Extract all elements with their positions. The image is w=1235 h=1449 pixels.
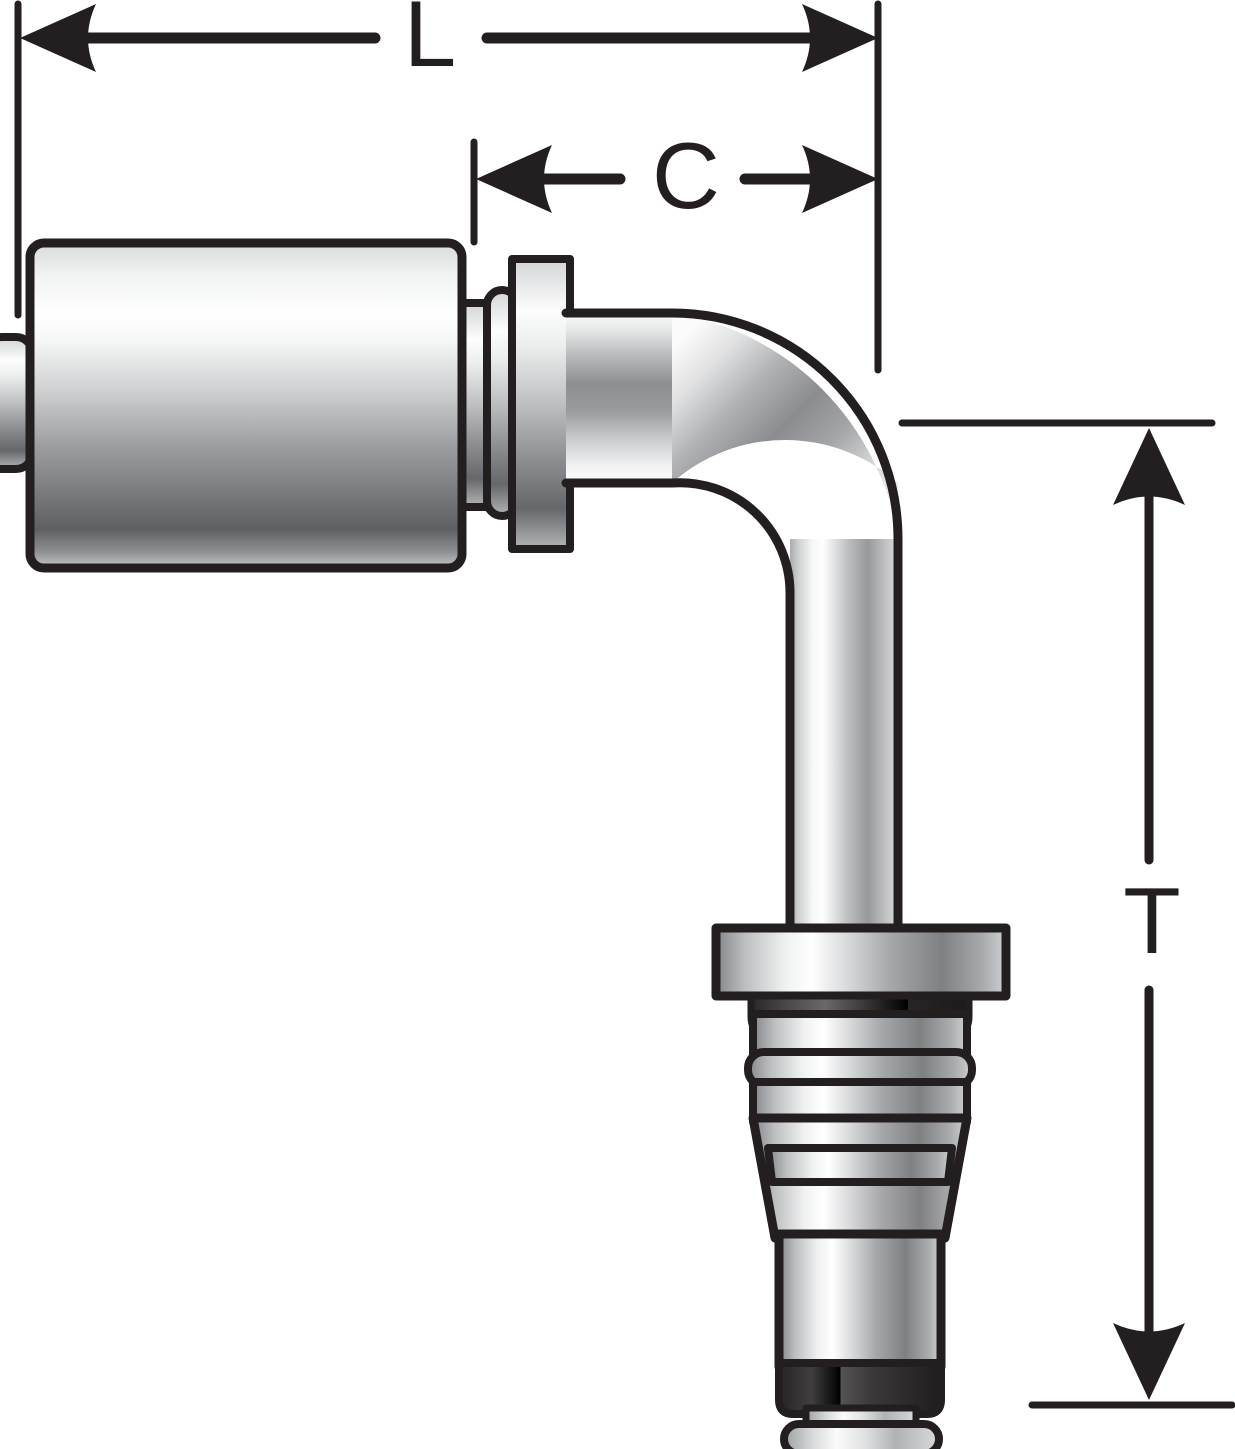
dimension-L: L: [20, 0, 878, 86]
dimension-C-arrowhead-right: [802, 145, 878, 213]
dimension-T-arrowhead-up: [1113, 428, 1185, 505]
elbow-tube-bend: [672, 313, 898, 539]
dimension-C: C: [476, 123, 878, 228]
flange-collar: [508, 255, 574, 553]
dimension-T-arrowhead-down: [1113, 1323, 1185, 1400]
dimension-L-arrowhead-right: [802, 4, 878, 72]
elbow-inner-contour: [561, 478, 795, 951]
dimension-T: T: [1113, 428, 1185, 1400]
elbow-outer-contour: [561, 308, 903, 951]
extension-lines: [14, 0, 1235, 1409]
spigot-lower-body: [774, 1229, 946, 1372]
dimension-L-arrowhead-left: [20, 4, 96, 72]
spigot-end-cap: [780, 1420, 943, 1449]
fitting-assembly: [0, 238, 1011, 1449]
spigot-taper-band: [764, 1144, 956, 1186]
dimension-T-label: T: [1123, 868, 1180, 973]
dimension-L-label: L: [404, 0, 456, 86]
dimension-C-label: C: [652, 123, 720, 228]
spigot-tip-band: [775, 1359, 945, 1418]
elbow-tube-horizontal-leg: [566, 313, 672, 483]
dimension-C-arrowhead-left: [476, 145, 552, 213]
crimp-ferrule: [25, 238, 467, 573]
elbow-tube-vertical-leg: [790, 539, 898, 946]
lower-flange-collar: [711, 923, 1011, 1001]
